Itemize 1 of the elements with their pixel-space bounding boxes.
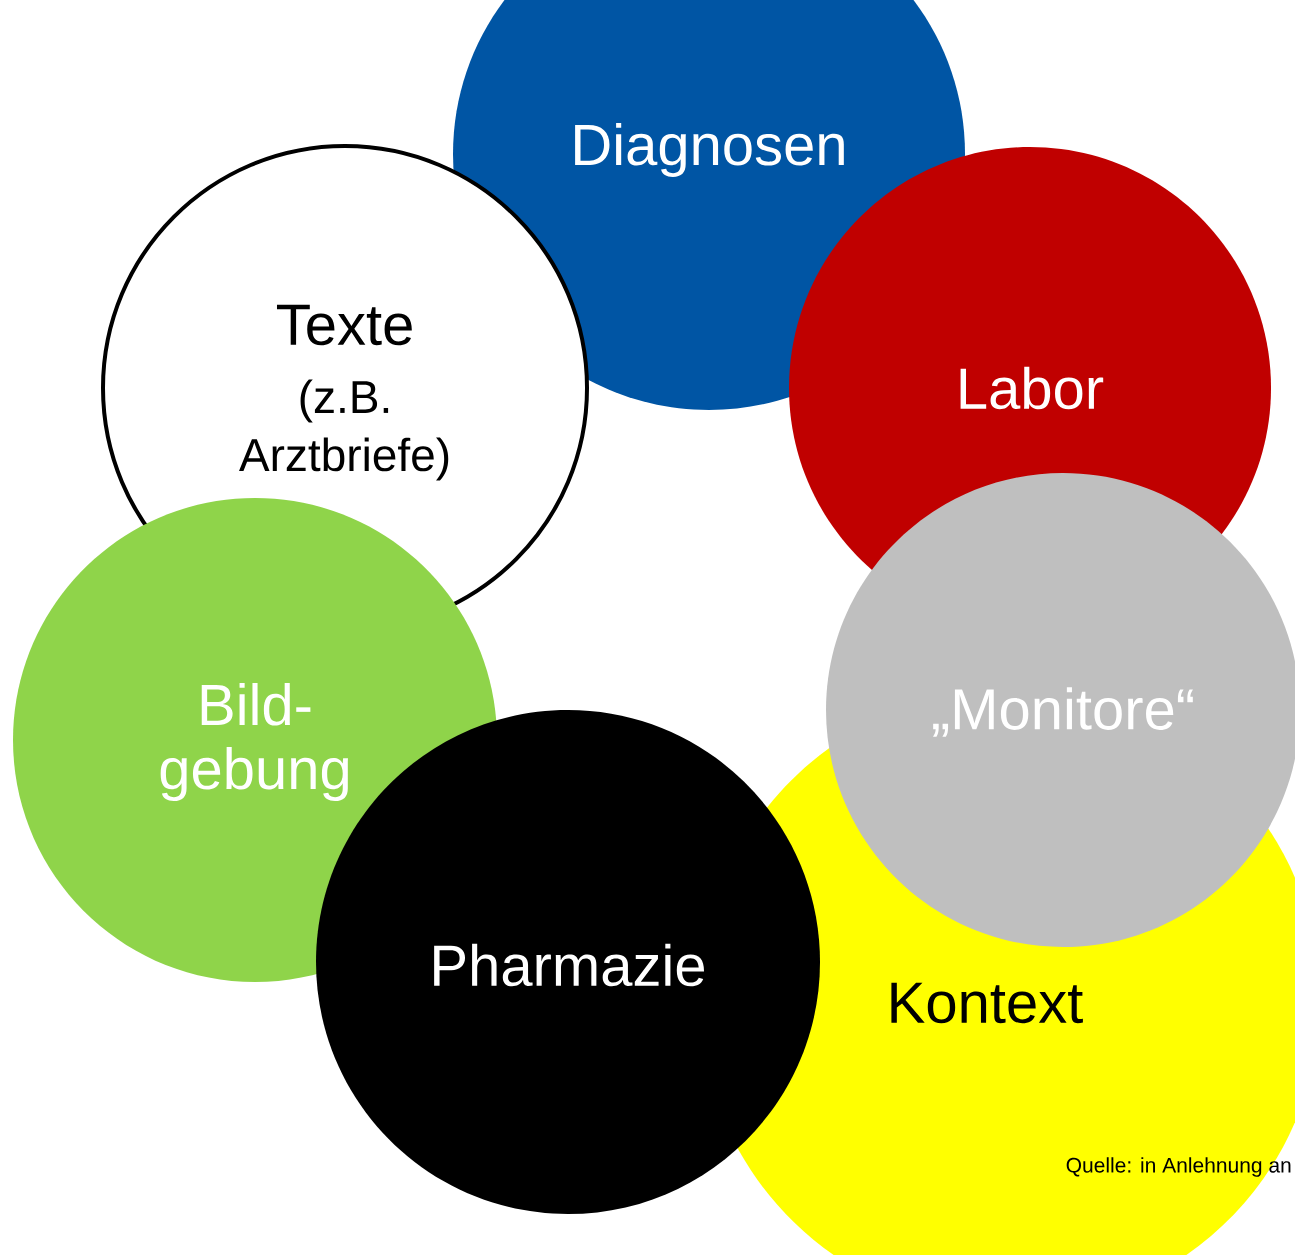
source-note: Quelle: in Anlehnung an	[1066, 1157, 1291, 1177]
